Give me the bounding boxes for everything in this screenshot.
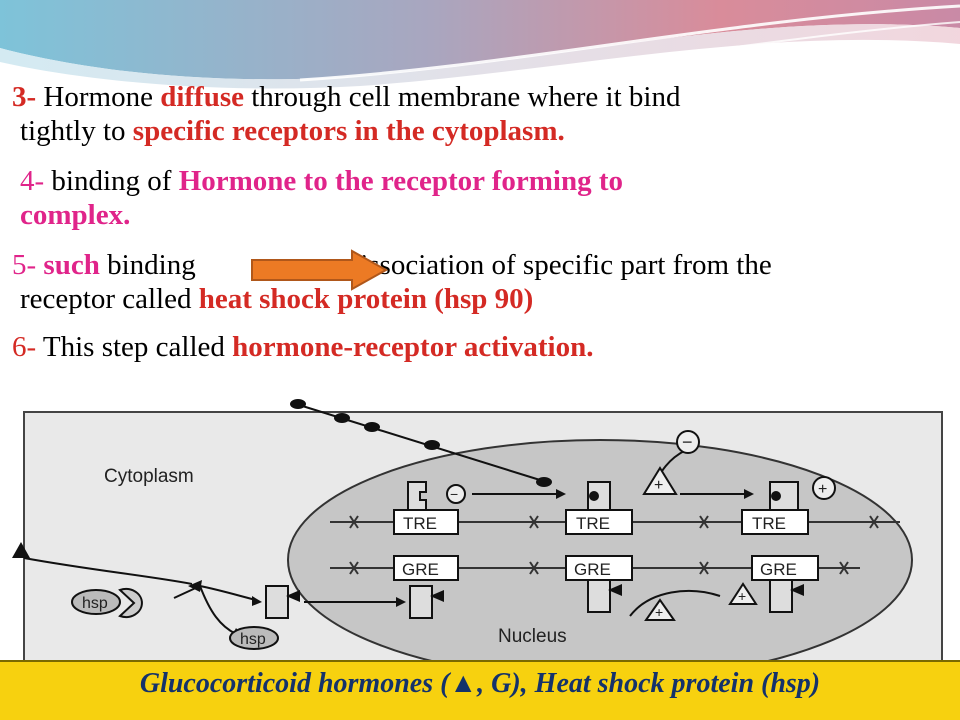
svg-text:−: −: [450, 486, 458, 502]
hormone-dot: [364, 422, 380, 432]
nucleus-label: Nucleus: [498, 626, 567, 647]
bullet-4: 4- binding of Hormone to the receptor fo…: [12, 164, 942, 232]
svg-text:+: +: [654, 477, 663, 494]
hormone-dot: [290, 399, 306, 409]
receptor-pacman: [118, 588, 143, 618]
header-waves: [0, 0, 960, 89]
hormone-dot: [536, 477, 552, 487]
svg-text:+: +: [655, 604, 663, 620]
bullet-number: 6-: [12, 331, 37, 363]
bullet-3: 3- Hormone diffuse through cell membrane…: [12, 81, 681, 147]
tre-label: TRE: [576, 514, 610, 533]
gre-row: GRE GRE GRE + +: [330, 555, 860, 621]
right-arrow-icon: [251, 249, 389, 291]
bullet-6: 6- This step called hormone-receptor act…: [12, 331, 594, 363]
hormone-dot: [424, 440, 440, 450]
svg-text:−: −: [682, 432, 693, 452]
hsp-label: hsp: [82, 595, 108, 612]
nucleus-shape: [287, 439, 913, 662]
caption-text: Glucocorticoid hormones (▲, G), Heat sho…: [139, 668, 821, 699]
gre-label: GRE: [574, 560, 611, 579]
hormone-dot: [334, 413, 350, 423]
tre-label: TRE: [403, 514, 437, 533]
hsp-label: hsp: [240, 631, 266, 648]
tre-label: TRE: [752, 514, 786, 533]
gre-label: GRE: [402, 560, 439, 579]
bullet-number: 4-: [20, 165, 45, 197]
gre-label: GRE: [760, 560, 797, 579]
tre-row: TRE TRE TRE − +: [330, 476, 900, 535]
svg-text:+: +: [738, 588, 746, 604]
cytoplasm-label: Cytoplasm: [104, 466, 194, 487]
bullet-number: 3-: [12, 81, 37, 113]
receptor-diagram: Cytoplasm Nucleus + − TRE TRE TRE: [12, 399, 943, 662]
caption-bar: Glucocorticoid hormones (▲, G), Heat sho…: [0, 660, 960, 720]
hsp-complex: hsp hsp: [12, 542, 406, 650]
hormone-triangle: [12, 542, 30, 558]
svg-text:+: +: [818, 481, 827, 498]
bullet-number: 5-: [12, 249, 37, 281]
